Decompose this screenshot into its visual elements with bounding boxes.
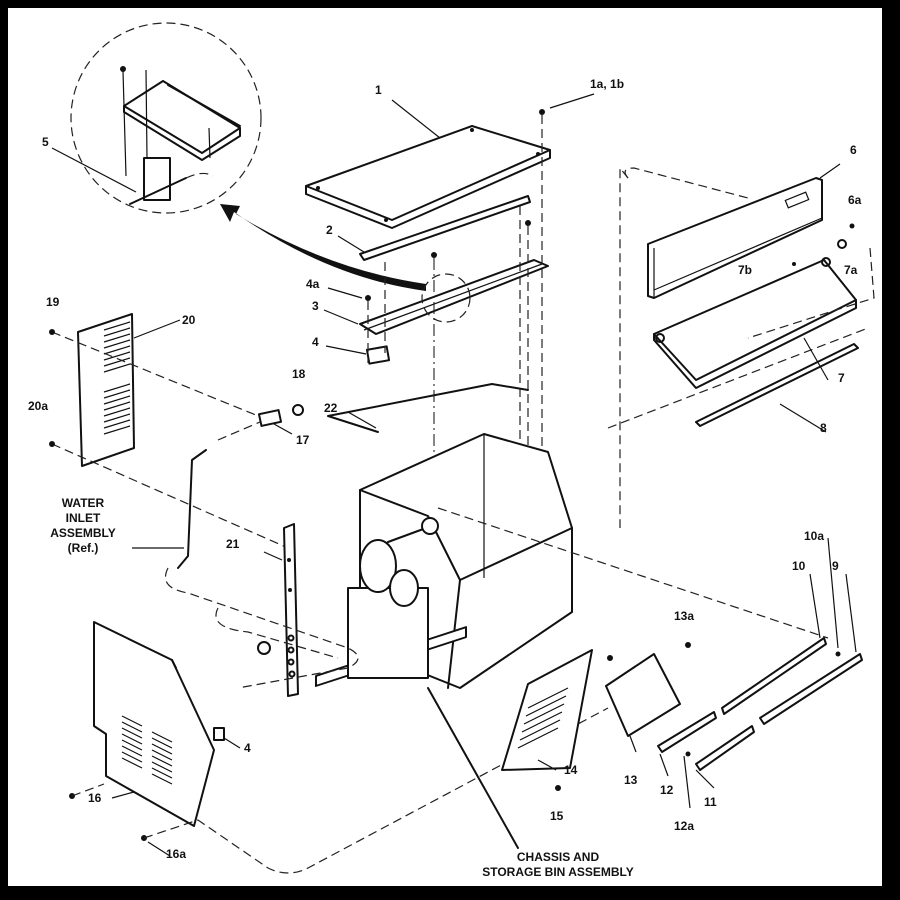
water-inlet-caption: WATER INLET ASSEMBLY (Ref.) — [38, 496, 128, 556]
leader-chassis — [427, 687, 519, 849]
part-3-rail — [359, 259, 549, 335]
callout-3: 3 — [312, 299, 319, 313]
callout-20: 20 — [182, 313, 196, 327]
nut-icon — [257, 641, 271, 655]
screw-10a-icon — [835, 651, 841, 657]
callout-13a: 13a — [674, 609, 695, 623]
guide-line — [143, 707, 609, 874]
part-2-strip — [359, 195, 531, 261]
callout-9: 9 — [832, 559, 839, 573]
callout-5: 5 — [42, 135, 49, 149]
callout-2: 2 — [326, 223, 333, 237]
part-21-vertical-bracket — [283, 523, 299, 697]
screw-rail2-icon — [525, 220, 531, 448]
chassis-caption: CHASSIS AND STORAGE BIN ASSEMBLY — [448, 850, 668, 880]
caption-line: CHASSIS AND — [516, 850, 600, 864]
callout-7a: 7a — [844, 263, 858, 277]
guide-line — [607, 327, 869, 429]
part-11-strip — [695, 725, 755, 771]
exploded-parts-drawing — [49, 22, 875, 874]
guide-line — [437, 507, 829, 639]
callout-1: 1 — [375, 83, 382, 97]
caption-line: INLET — [65, 511, 101, 525]
screw-6a-icon — [849, 223, 855, 229]
guide-line — [164, 567, 359, 689]
guide-line — [217, 421, 261, 441]
caption-line: (Ref.) — [67, 541, 99, 555]
callout-15: 15 — [550, 809, 564, 823]
part-4-clip — [213, 727, 225, 741]
detail-inset — [51, 22, 262, 214]
screw-19-icon — [49, 329, 55, 335]
guide-line — [215, 607, 339, 659]
callout-18: 18 — [292, 367, 306, 381]
part-16-side-panel — [93, 621, 215, 827]
part-14-front-grille — [501, 649, 593, 771]
callout-12: 12 — [660, 783, 674, 797]
guide-line — [71, 783, 105, 797]
callout-10: 10 — [792, 559, 806, 573]
callout-leaders — [111, 93, 857, 857]
chassis-storage-bin — [315, 433, 573, 689]
callout-13: 13 — [624, 773, 638, 787]
guide-line — [51, 331, 269, 421]
callout-4-lower: 4 — [244, 741, 251, 755]
part-9-strip — [759, 653, 863, 725]
detail-hinge-part — [129, 157, 214, 205]
screw-13a-icon — [685, 642, 691, 648]
callout-21: 21 — [226, 537, 240, 551]
part-8-rod — [695, 343, 859, 427]
nut-7a-icon — [837, 239, 847, 249]
part-12-rail — [657, 711, 717, 753]
callout-11: 11 — [704, 795, 717, 809]
water-inlet-tube — [177, 449, 207, 569]
callout-6: 6 — [850, 143, 857, 157]
guide-line — [619, 166, 629, 528]
screw-7b-icon — [792, 262, 796, 266]
callout-12a: 12a — [674, 819, 695, 833]
callout-19: 19 — [46, 295, 60, 309]
callout-17: 17 — [296, 433, 310, 447]
compressor-unit — [347, 587, 429, 679]
diagram-frame: 1 1a, 1b 2 3 4 4a 5 6 6a 7a 7b 7 8 9 10 … — [8, 8, 882, 886]
callout-4a: 4a — [306, 277, 320, 291]
caption-line: ASSEMBLY — [50, 526, 116, 540]
part-10-rail — [721, 637, 827, 715]
callout-7: 7 — [838, 371, 845, 385]
part-7-flap — [653, 257, 857, 389]
part-13-plate — [605, 653, 681, 737]
callout-1a-1b: 1a, 1b — [590, 77, 625, 91]
part-18-nut-icon — [292, 404, 304, 416]
screw-icon — [607, 655, 613, 661]
callout-14: 14 — [564, 763, 578, 777]
part-4-hinge-block — [365, 345, 391, 365]
leader-5 — [51, 147, 137, 193]
guide-line — [747, 247, 875, 339]
part-1-top-cover — [305, 125, 551, 229]
callout-16a: 16a — [166, 847, 187, 861]
detail-bracket-plate — [123, 80, 241, 161]
caption-line: WATER — [61, 496, 105, 510]
detail-screw-icon — [120, 66, 211, 177]
part-20-grille-panel — [77, 313, 135, 467]
caption-line: STORAGE BIN ASSEMBLY — [482, 865, 634, 879]
part-17-bracket — [257, 409, 283, 427]
callout-8: 8 — [820, 421, 827, 435]
callout-16: 16 — [88, 791, 102, 805]
screw-15-icon — [555, 785, 561, 791]
callout-10a: 10a — [804, 529, 825, 543]
screw-1a-icon — [539, 109, 545, 448]
screw-12a-icon — [685, 751, 691, 757]
callout-20a: 20a — [28, 399, 49, 413]
callout-22: 22 — [324, 401, 338, 415]
screw-20a-icon — [49, 441, 55, 447]
part-22-rod — [327, 383, 529, 433]
guide-line — [51, 443, 289, 549]
callout-7b: 7b — [738, 263, 753, 277]
callout-6a: 6a — [848, 193, 862, 207]
detail-callout-arrow-icon — [220, 204, 426, 291]
callout-4: 4 — [312, 335, 319, 349]
part-6-front-panel — [624, 167, 823, 299]
screw-4a-icon — [365, 295, 371, 363]
